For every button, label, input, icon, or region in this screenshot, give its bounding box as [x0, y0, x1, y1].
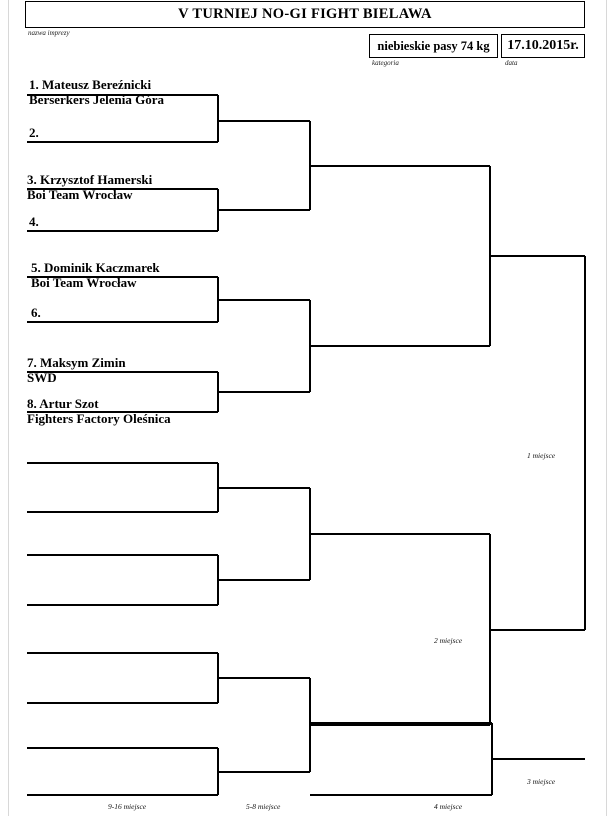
entry-club: SWD: [27, 370, 57, 385]
bracket-entry-4[interactable]: 4.: [29, 214, 39, 229]
entry-club: Boi Team Wrocław: [27, 187, 133, 202]
event-title-caption: nazwa imprezy: [28, 29, 70, 37]
entry-name: 4.: [29, 214, 39, 229]
bracket-entry-7[interactable]: 7. Maksym Zimin SWD: [27, 355, 126, 385]
entry-name: 6.: [31, 305, 41, 320]
bracket-entry-3[interactable]: 3. Krzysztof Hamerski Boi Team Wrocław: [27, 172, 152, 202]
entry-name: 3. Krzysztof Hamerski: [27, 172, 153, 187]
placement-label-second: 2 miejsce: [434, 636, 463, 645]
bracket-entry-6[interactable]: 6.: [31, 305, 41, 320]
placement-label-ninth-sixteenth: 9-16 miejsce: [108, 802, 147, 811]
bracket-entry-5[interactable]: 5. Dominik Kaczmarek Boi Team Wrocław: [31, 260, 160, 290]
entry-name: 8. Artur Szot: [27, 396, 99, 411]
category-caption: kategoria: [372, 59, 399, 67]
entry-club: Boi Team Wrocław: [31, 275, 137, 290]
placement-label-fourth: 4 miejsce: [434, 802, 463, 811]
placement-label-first: 1 miejsce: [527, 451, 556, 460]
bracket-entry-1[interactable]: 1. Mateusz Bereźnicki Berserkers Jelenia…: [29, 77, 164, 107]
bracket-entry-2[interactable]: 2.: [29, 125, 39, 140]
page-title: V TURNIEJ NO-GI FIGHT BIELAWA: [178, 6, 432, 22]
bracket-entry-8[interactable]: 8. Artur Szot Fighters Factory Oleśnica: [27, 396, 171, 426]
category-box: niebieskie pasy 74 kg: [369, 34, 498, 58]
entry-name: 1. Mateusz Bereźnicki: [29, 77, 152, 92]
entry-name: 2.: [29, 125, 39, 140]
date-caption: data: [505, 59, 518, 67]
entry-name: 5. Dominik Kaczmarek: [31, 260, 160, 275]
placement-label-fifth-eighth: 5-8 miejsce: [246, 802, 281, 811]
entry-club: Berserkers Jelenia Góra: [29, 92, 165, 107]
placement-label-third: 3 miejsce: [527, 777, 556, 786]
entry-club: Fighters Factory Oleśnica: [27, 411, 171, 426]
date-box: 17.10.2015r.: [501, 34, 585, 58]
event-title-box: V TURNIEJ NO-GI FIGHT BIELAWA: [25, 1, 585, 28]
entry-name: 7. Maksym Zimin: [27, 355, 126, 370]
